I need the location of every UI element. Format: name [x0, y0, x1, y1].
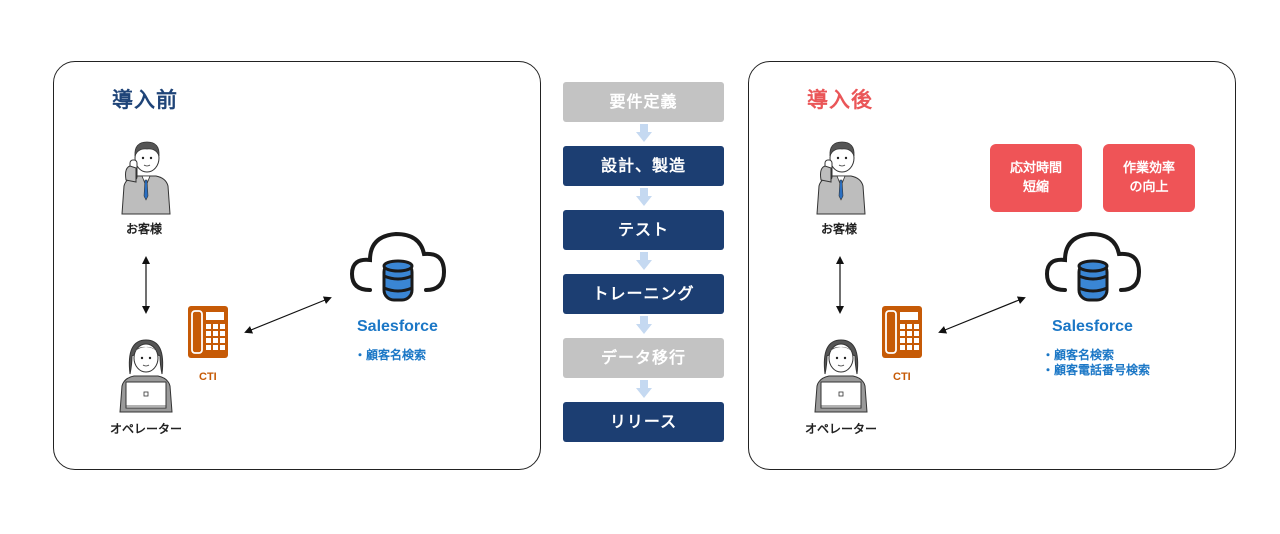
step-arrow-icon: [636, 188, 652, 206]
after-title: 導入後: [807, 88, 873, 112]
customer-operator-arrow: [142, 256, 150, 314]
customer-label: お客様: [126, 222, 163, 236]
step-arrow-icon: [636, 124, 652, 142]
step-test: テスト: [563, 210, 724, 250]
step-label: リリース: [609, 412, 678, 431]
customer-operator-arrow: [836, 256, 844, 314]
benefit-badge-efficiency: 作業効率 の向上: [1103, 144, 1195, 212]
cti-phone-icon: [188, 306, 228, 358]
salesforce-feature-list: 顧客名検索 顧客電話番号検索: [1042, 348, 1150, 378]
step-label: 要件定義: [609, 92, 678, 111]
cti-label: CTI: [199, 371, 217, 383]
after-panel: 導入後 応対時間 短縮 作業効率 の向上 お客様 オペレーター CTI Sale…: [748, 61, 1236, 470]
before-panel: 導入前 お客様 オペレーター CTI Salesforce 顧客名検索: [53, 61, 541, 470]
step-arrow-icon: [636, 316, 652, 334]
salesforce-feature-list: 顧客名検索: [354, 348, 426, 363]
cti-label: CTI: [893, 371, 911, 383]
step-release: リリース: [563, 402, 724, 442]
customer-label: お客様: [821, 222, 858, 236]
step-data-migration: データ移行: [563, 338, 724, 378]
cti-phone-icon: [882, 306, 922, 358]
benefit-badge-response-time: 応対時間 短縮: [990, 144, 1082, 212]
salesforce-feature: 顧客名検索: [354, 348, 426, 363]
salesforce-label: Salesforce: [357, 318, 438, 335]
salesforce-label: Salesforce: [1052, 318, 1133, 335]
step-requirements: 要件定義: [563, 82, 724, 122]
step-label: テスト: [617, 220, 669, 239]
cti-salesforce-arrow: [938, 296, 1026, 334]
step-label: トレーニング: [592, 284, 695, 303]
step-label: 設計、製造: [600, 156, 686, 175]
step-arrow-icon: [636, 380, 652, 398]
step-label: データ移行: [600, 348, 686, 367]
operator-icon: [811, 334, 871, 414]
salesforce-cloud-icon: [348, 228, 448, 304]
operator-label: オペレーター: [805, 422, 878, 436]
step-arrow-icon: [636, 252, 652, 270]
step-training: トレーニング: [563, 274, 724, 314]
salesforce-feature: 顧客電話番号検索: [1042, 363, 1150, 378]
customer-icon: [116, 136, 176, 216]
before-title: 導入前: [112, 88, 178, 112]
salesforce-feature: 顧客名検索: [1042, 348, 1150, 363]
operator-icon: [116, 334, 176, 414]
salesforce-cloud-icon: [1043, 228, 1143, 304]
customer-icon: [811, 136, 871, 216]
step-design-build: 設計、製造: [563, 146, 724, 186]
operator-label: オペレーター: [110, 422, 183, 436]
cti-salesforce-arrow: [244, 296, 332, 334]
